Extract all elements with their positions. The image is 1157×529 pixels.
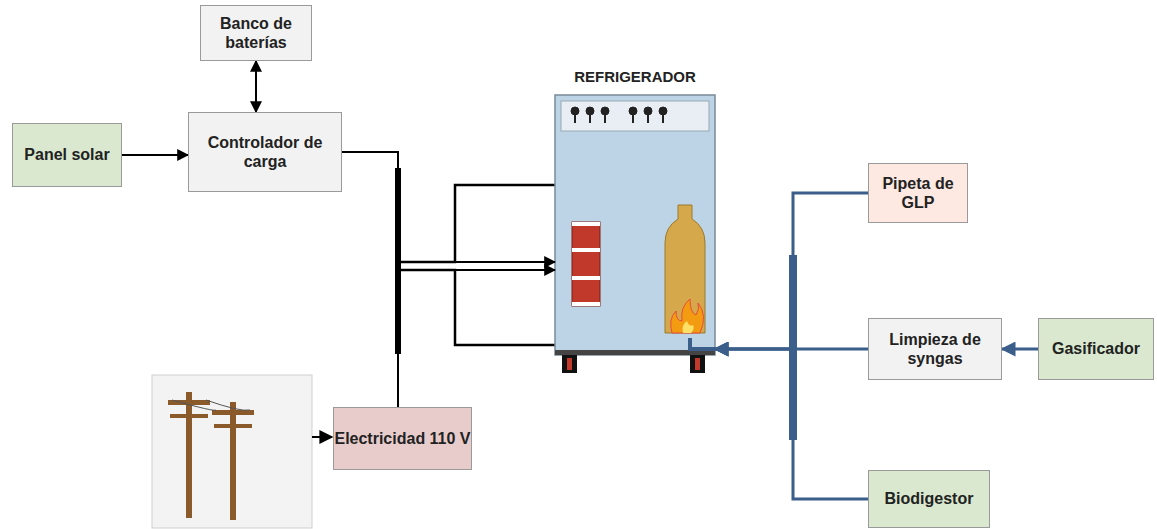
box-label: Pipeta de GLP xyxy=(869,174,967,212)
box-label: Controlador de carga xyxy=(189,133,341,171)
heater-coil xyxy=(572,222,600,306)
process-box: Panel solar xyxy=(12,123,122,187)
box-label: Biodigestor xyxy=(885,489,974,508)
gas-pipe xyxy=(715,193,868,349)
gas-pipe xyxy=(715,349,868,499)
box-label: Banco de baterías xyxy=(201,14,311,52)
box-label: Limpieza de syngas xyxy=(869,330,1001,368)
process-box: Banco de baterías xyxy=(200,5,312,61)
process-box: Biodigestor xyxy=(868,470,990,528)
box-label: Panel solar xyxy=(24,145,109,164)
box-label: Electricidad 110 V xyxy=(334,429,470,448)
process-box: Limpieza de syngas xyxy=(868,318,1002,380)
refrigerator: REFRIGERADOR xyxy=(555,95,715,355)
power-wire xyxy=(342,152,555,262)
supply-arrow xyxy=(312,436,332,438)
power-wire xyxy=(255,61,257,112)
process-box: Controlador de carga xyxy=(188,112,342,192)
gas-burner xyxy=(665,205,715,349)
utility-poles xyxy=(152,375,312,528)
heater-wires xyxy=(398,185,574,345)
gas-pipe xyxy=(1002,348,1038,351)
heading: REFRIGERADOR xyxy=(555,68,715,86)
power-wire xyxy=(122,154,188,156)
refrigerator-body xyxy=(555,95,715,373)
process-box: Gasificador xyxy=(1038,318,1154,380)
process-box: Pipeta de GLP xyxy=(868,163,968,223)
power-wire xyxy=(398,270,555,407)
process-box: Electricidad 110 V xyxy=(333,407,472,470)
box-label: Gasificador xyxy=(1052,339,1140,358)
